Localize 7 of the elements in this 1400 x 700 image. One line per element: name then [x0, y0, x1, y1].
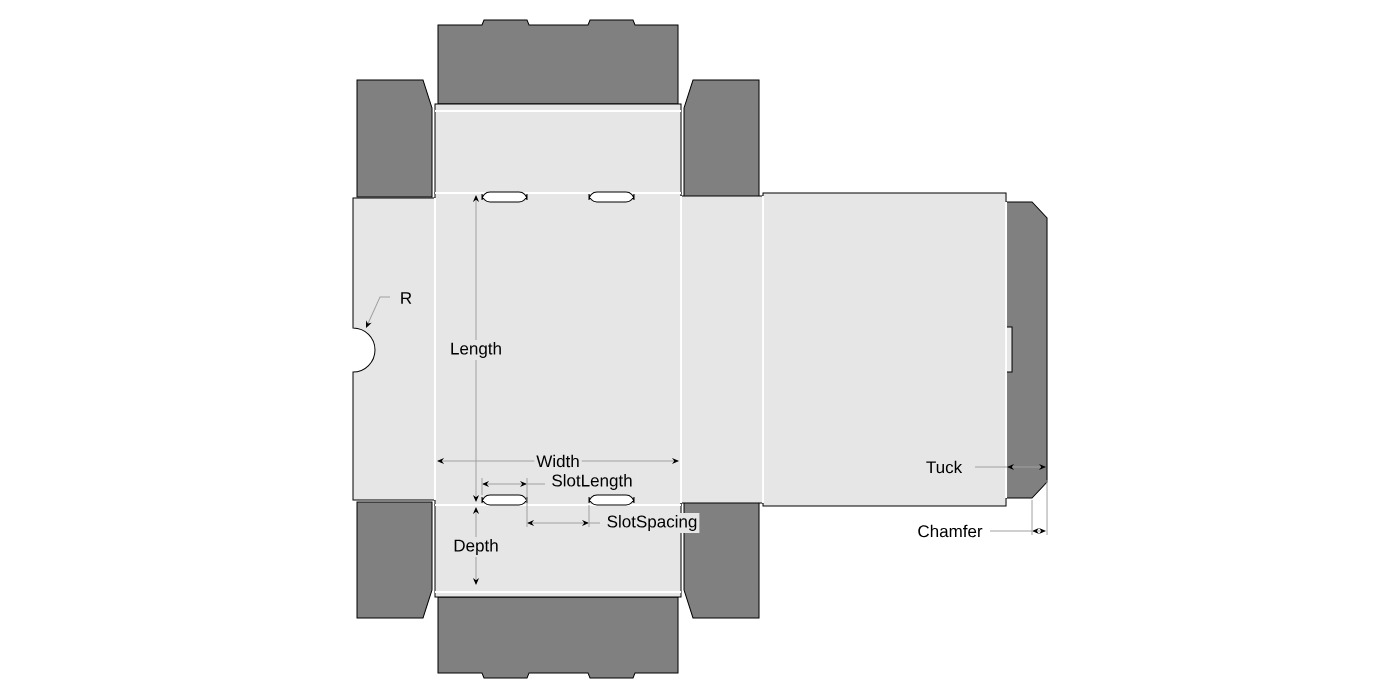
- dimension-label: Chamfer: [918, 524, 983, 538]
- dimension-label: Length: [448, 340, 504, 360]
- dimension-label: Depth: [451, 537, 501, 557]
- dimension-label: Tuck: [926, 460, 963, 474]
- dimension-label: SlotSpacing: [604, 513, 700, 533]
- dimension-label: R: [401, 292, 412, 304]
- dimension-label: SlotLength: [549, 472, 635, 492]
